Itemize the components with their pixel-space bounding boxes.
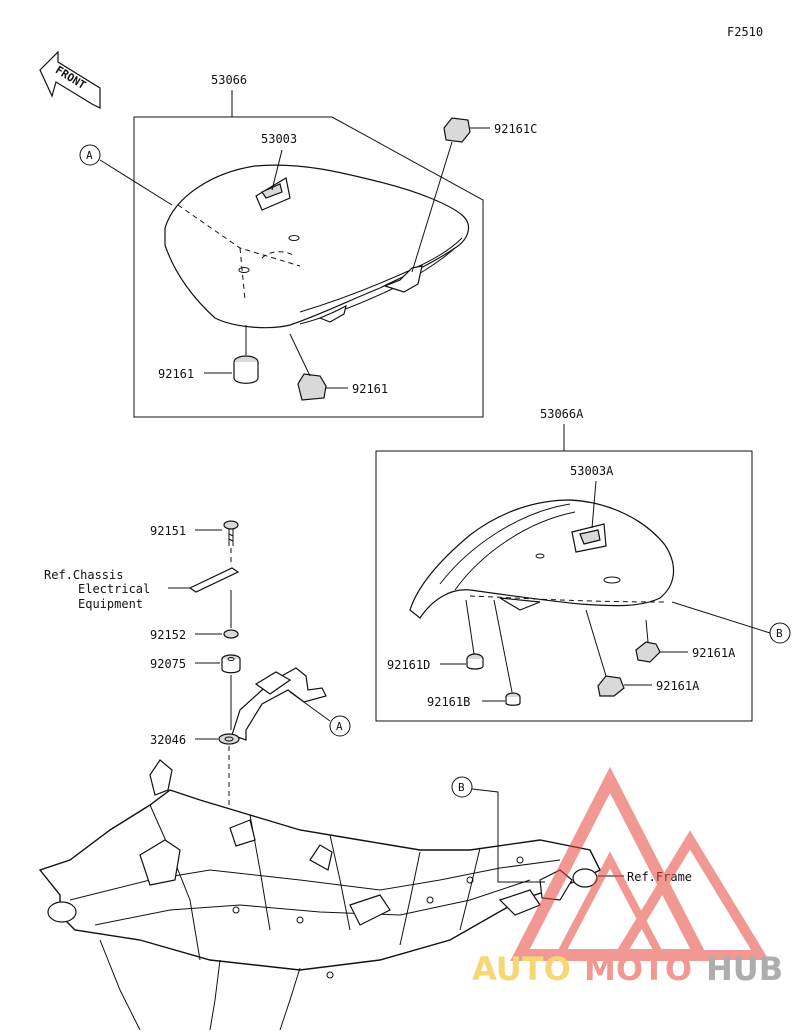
front-arrow-icon: FRONT [39,50,101,109]
frame-icon [38,789,601,971]
ref-chassis-line3: Equipment [78,597,143,611]
watermark-logo: AUTO MOTO HUB [472,766,783,988]
callout-a-lower: A [336,720,343,733]
mounting-hardware-group: 92151 Ref.Chassis Electrical Equipment 9… [44,520,351,930]
part-92161A-upper-label: 92161A [692,646,736,660]
ref-chassis-line1: Ref.Chassis [44,568,123,582]
part-53003-label: 53003 [261,132,297,146]
part-92152-label: 92152 [150,628,186,642]
pillion-seat-group: 53066A 53003A B 92161A 92161A 92161D [375,407,791,722]
part-92151-label: 92151 [150,524,186,538]
part-92161C-label: 92161C [494,122,537,136]
rider-seat-group: 53066 53003 92161C 92161 92161 [79,73,537,418]
callout-b-frame: B [458,781,465,794]
part-92161-left-label: 92161 [158,367,194,381]
part-92161D-label: 92161D [387,658,430,672]
part-32046-label: 32046 [150,733,186,747]
callout-a-upper: A [86,149,93,162]
part-92161-right-label: 92161 [352,382,388,396]
rider-seat-icon [164,164,470,329]
watermark-auto: AUTO [472,950,571,988]
part-53066-label: 53066 [211,73,247,87]
figure-code: F2510 [727,25,763,39]
callout-b-right: B [776,627,783,640]
part-92075-label: 92075 [150,657,186,671]
part-92161A-lower-label: 92161A [656,679,700,693]
watermark-hub: HUB [706,950,783,988]
watermark-moto: MOTO [584,950,692,988]
part-92161B-label: 92161B [427,695,470,709]
pillion-seat-icon [409,499,675,619]
part-53066A-label: 53066A [540,407,584,421]
part-53003A-label: 53003A [570,464,614,478]
ref-chassis-line2: Electrical [78,582,150,596]
